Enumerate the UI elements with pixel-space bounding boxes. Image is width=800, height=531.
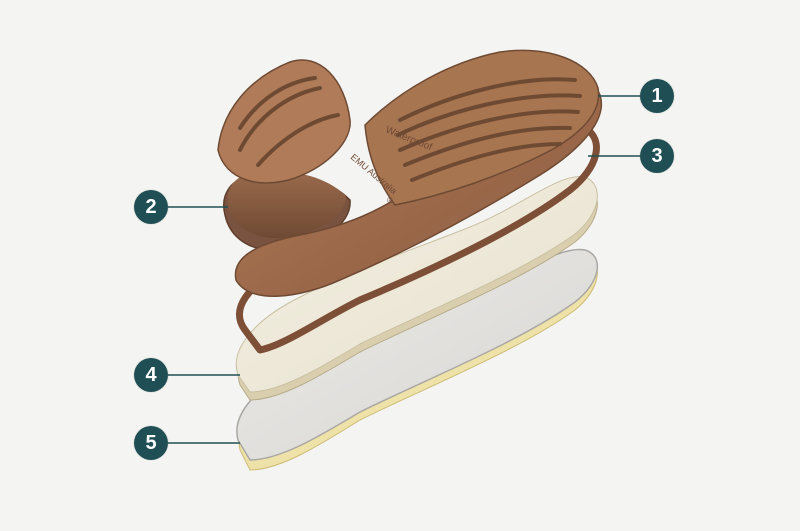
callout-2: 2 <box>134 190 168 224</box>
callout-3: 3 <box>640 139 674 173</box>
registered-mark-text: ® <box>387 196 393 205</box>
heel-layer <box>223 171 351 251</box>
callout-1: 1 <box>640 79 674 113</box>
callout-4: 4 <box>134 358 168 392</box>
callout-5: 5 <box>134 426 168 460</box>
callout-leader-lines <box>168 95 640 444</box>
outsole-layer: Waterproof EMU Australia ® <box>217 49 603 297</box>
